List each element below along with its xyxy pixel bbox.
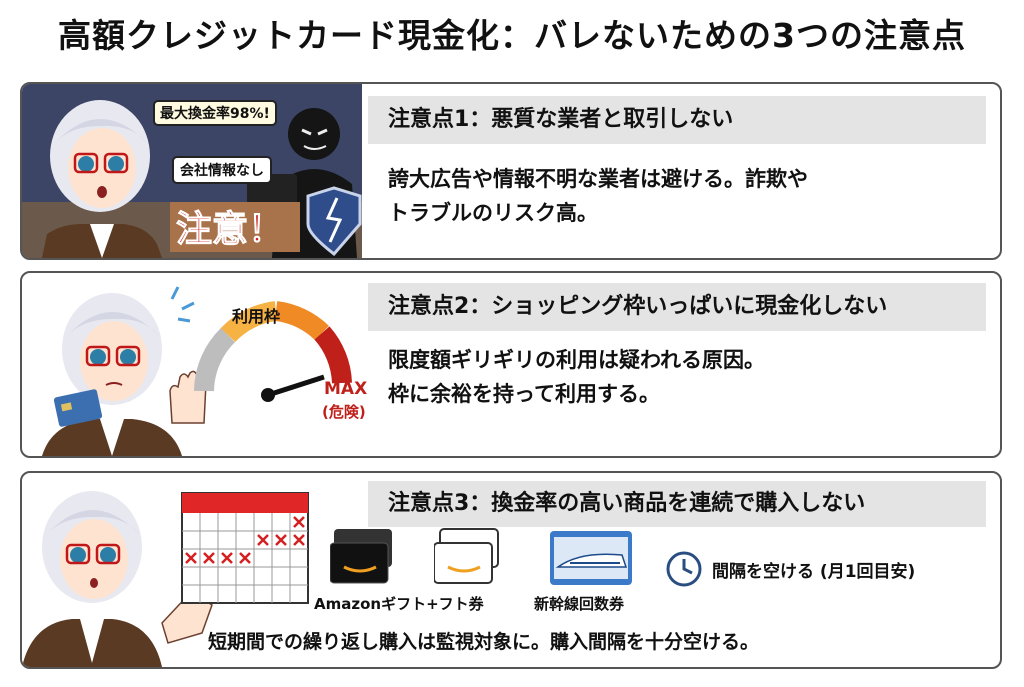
interval-label: 間隔を空ける (月1回目安) bbox=[712, 562, 916, 582]
woman-avatar bbox=[22, 491, 162, 667]
rate-bubble-text: 最大換金率98%! bbox=[160, 106, 270, 122]
caution-2-line2: 枠に余裕を持って利用する。 bbox=[388, 382, 660, 406]
page-title: 高額クレジットカード現金化：バレないための3つの注意点 bbox=[58, 16, 966, 55]
gauge-danger-label: (危険) bbox=[322, 403, 366, 421]
broken-shield-icon bbox=[306, 186, 362, 257]
shinkansen-ticket-icon bbox=[550, 531, 632, 585]
company-bubble-text: 会社情報なし bbox=[180, 163, 264, 179]
credit-card-icon bbox=[53, 389, 103, 427]
calendar-illustration bbox=[22, 491, 309, 667]
caution-1-heading: 注意点1：悪質な業者と取引しない bbox=[368, 96, 986, 144]
caution-panel-2: 利用枠 MAX (危険) 注意点2：ショッピング枠いっぱいに現金化しない 限度額… bbox=[20, 271, 1002, 458]
gauge-max-label: MAX bbox=[324, 379, 368, 399]
caution-panel-3: Amazonギフト+フト券 新幹線回数券 間隔を空ける (月1回目安) 注意点3… bbox=[20, 471, 1002, 669]
rate-bubble: 最大換金率98%! bbox=[153, 100, 277, 126]
caution-2-line1: 限度額ギリギリの利用は疑われる原因。 bbox=[388, 348, 765, 372]
caution-panel-1: 最大換金率98%! 会社情報なし 注意！ 注意点1：悪質な業者と取引しない 誇大… bbox=[20, 82, 1002, 260]
company-bubble: 会社情報なし bbox=[172, 156, 272, 184]
amazon-gift-card-white-icon bbox=[434, 528, 499, 584]
caution-1-line1: 誇大広告や情報不明な業者は避ける。詐欺や bbox=[388, 167, 808, 191]
caution-2-heading: 注意点2：ショッピング枠いっぱいに現金化しない bbox=[368, 283, 986, 331]
clock-icon bbox=[666, 551, 702, 587]
gauge-label: 利用枠 bbox=[232, 307, 281, 326]
product-2-label: 新幹線回数券 bbox=[534, 595, 625, 613]
caution-1-line2: トラブルのリスク高。 bbox=[388, 201, 598, 225]
caution-3-body: 短期間での繰り返し購入は監視対象に。購入間隔を十分空ける。 bbox=[208, 631, 760, 653]
usage-limit-illustration bbox=[42, 286, 352, 456]
amazon-gift-card-icon bbox=[330, 529, 392, 584]
usage-gauge bbox=[194, 301, 352, 402]
warning-label: 注意！ bbox=[175, 209, 285, 251]
caution-3-heading: 注意点3：換金率の高い商品を連続で購入しない bbox=[368, 481, 986, 527]
woman-avatar bbox=[42, 286, 195, 456]
product-1-label: Amazonギフト+フト券 bbox=[314, 595, 484, 613]
woman-avatar bbox=[42, 100, 162, 258]
calendar-icon bbox=[181, 492, 309, 604]
